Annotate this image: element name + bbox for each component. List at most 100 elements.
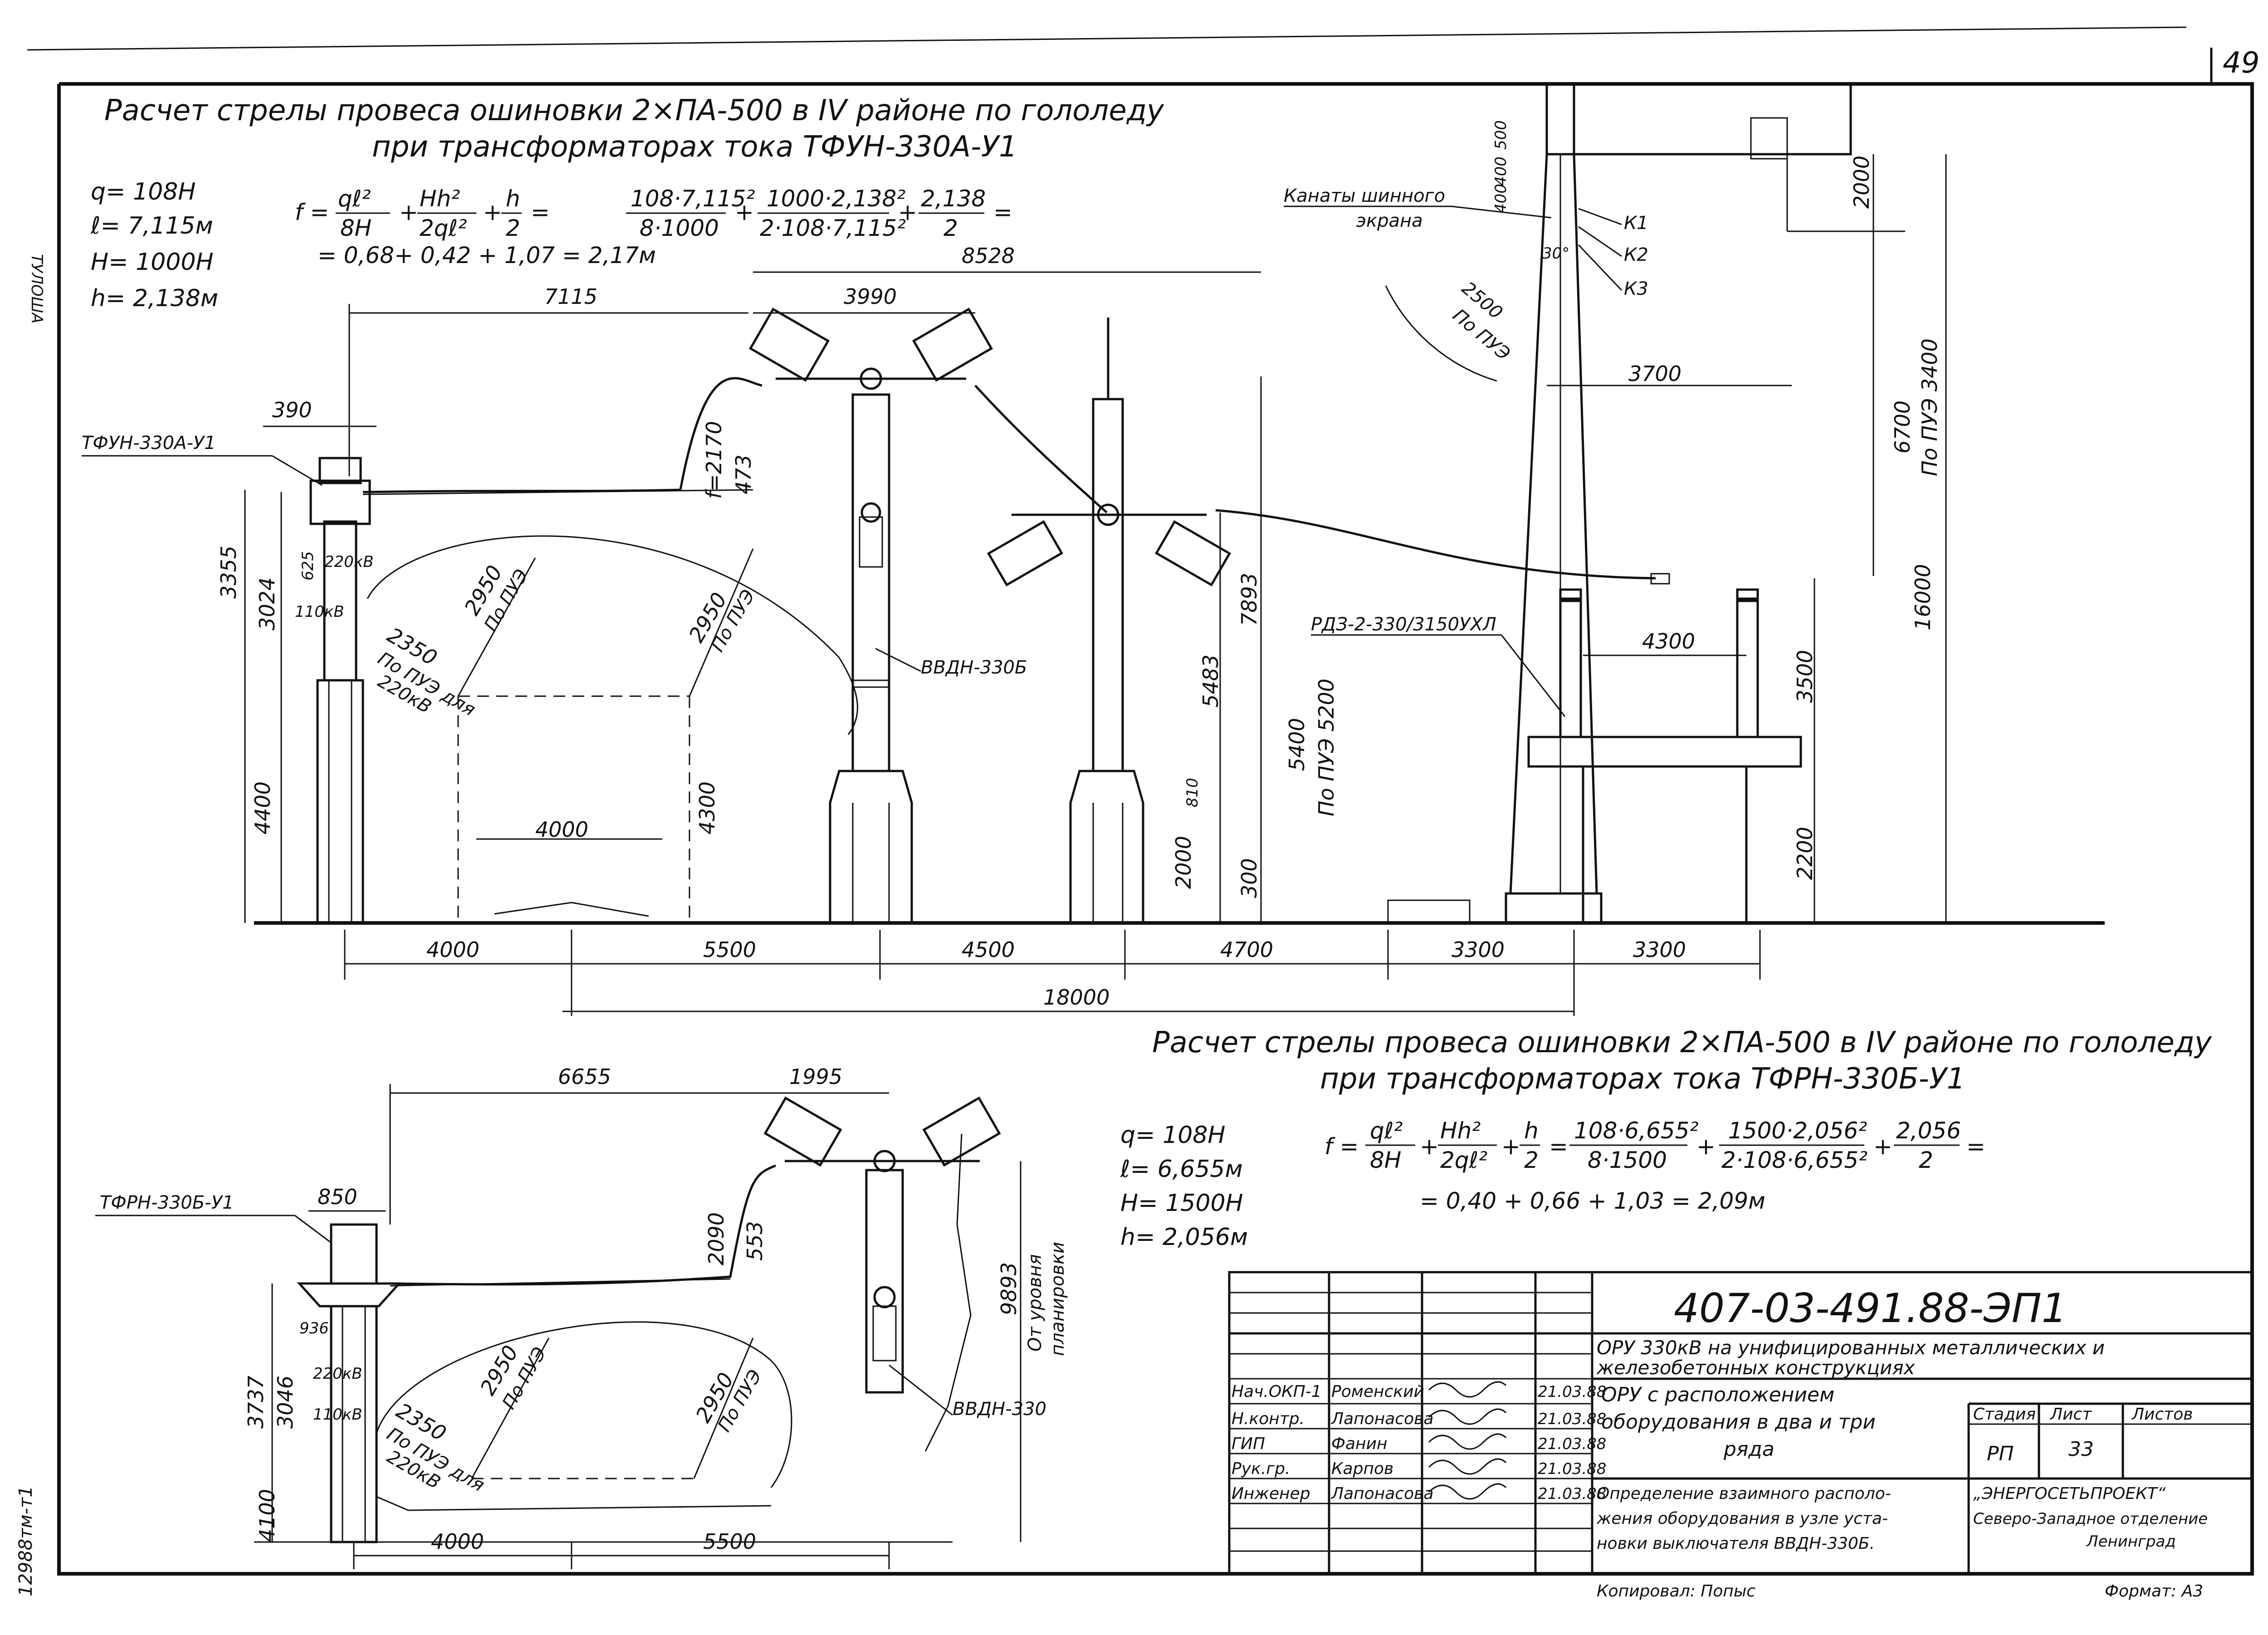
bottom-plus-4: +: [1873, 1133, 1892, 1160]
dim-3046: 3046: [273, 1376, 298, 1429]
signature-1: [1428, 1381, 1507, 1398]
dim-5200: По ПУЭ 5200: [1314, 678, 1339, 816]
sheet-title-line-2: жения оборудования в узле уста-: [1596, 1509, 1888, 1528]
top-calc-title-line2: при трансформаторах тока ТФУН-330А-У1: [372, 130, 1017, 164]
bottom-label-220kv: 220кВ: [313, 1365, 362, 1383]
bottom-formula-v1-num: 108·6,655²: [1574, 1118, 1699, 1144]
dim-2000-top: 2000: [1849, 156, 1874, 209]
top-var-h: h= 2,138м: [91, 285, 218, 312]
top-formula-v2-den: 2·108·7,115²: [760, 215, 906, 241]
copied-by: Копировал: Попыс: [1597, 1582, 1755, 1601]
bottom-plus-2: +: [1501, 1133, 1520, 1160]
top-formula-v2-num: 1000·2,138²: [767, 185, 905, 212]
bottom-var-q: q= 108Н: [1120, 1122, 1225, 1149]
sheet-value: 33: [2068, 1438, 2094, 1461]
top-formula-t3-den: 2: [506, 215, 520, 241]
label-k3: К3: [1624, 278, 1648, 299]
bottom-formula-v3-num: 2,056: [1896, 1118, 1961, 1144]
dim-400-a: 400: [1492, 156, 1510, 186]
top-calc-result: = 0,68+ 0,42 + 1,07 = 2,17м: [318, 242, 656, 268]
dim-4300-inner: 4300: [695, 781, 719, 835]
signature-2: [1428, 1408, 1507, 1425]
breaker-vvdn-330-bottom: [763, 1096, 1001, 1452]
dim-chain-4000: 4000: [426, 937, 479, 962]
bottom-formula-v2-num: 1500·2,056²: [1728, 1118, 1867, 1144]
signature-5: [1428, 1483, 1507, 1500]
header-sheet: Лист: [2049, 1405, 2092, 1424]
date-2: 21.03.88: [1538, 1410, 1606, 1428]
bottom-formula-t1-num: qℓ²: [1370, 1118, 1403, 1144]
subtitle-line-2: оборудования в два и три: [1601, 1410, 1876, 1434]
top-formula-t1-den: 8Н: [340, 215, 371, 241]
top-plus-2: +: [483, 199, 502, 225]
label-level-2: планировки: [1047, 1242, 1068, 1356]
doc-code: 407-03-491.88-ЭП1: [1674, 1285, 2067, 1332]
label-level-1: От уровня: [1025, 1254, 1046, 1352]
top-plus-1: +: [399, 199, 418, 225]
top-formula-t2-den: 2qℓ²: [420, 215, 467, 241]
label-rdz: РДЗ-2-330/3150УХЛ: [1311, 614, 1496, 635]
dim-chain-3300-a: 3300: [1452, 937, 1505, 962]
dim-7115: 7115: [544, 284, 597, 309]
label-vvdn-330b: ВВДН-330Б: [921, 657, 1027, 678]
bottom-calc-result: = 0,40 + 0,66 + 1,03 = 2,09м: [1420, 1188, 1765, 1214]
label-angle-30: 30°: [1542, 244, 1569, 263]
bottom-formula-t3-num: h: [1524, 1118, 1539, 1144]
dim-3990: 3990: [844, 284, 897, 309]
bottom-label-110kv: 110кВ: [313, 1406, 362, 1424]
dim-4300-right: 4300: [1642, 629, 1695, 654]
dim-3500: 3500: [1793, 650, 1817, 703]
bottom-formula-v2-den: 2·108·6,655²: [1721, 1147, 1867, 1173]
dim-400-b: 400: [1492, 184, 1510, 213]
top-formula-v3-num: 2,138: [921, 185, 986, 212]
dim-2090: 2090: [704, 1212, 728, 1265]
bottom-dim-5500: 5500: [703, 1529, 756, 1554]
conductor-cross: [974, 385, 1108, 513]
dim-8528: 8528: [962, 244, 1015, 268]
dim-2000: 2000: [1171, 836, 1196, 889]
org-line-2: Северо-Западное отделение: [1973, 1510, 2208, 1528]
bottom-formula-v3-den: 2: [1919, 1147, 1933, 1173]
dim-f2170: f=2170: [702, 421, 726, 499]
dim-3700: 3700: [1628, 361, 1681, 386]
bottom-calc-title-line2: при трансформаторах тока ТФРН-330Б-У1: [1320, 1062, 1965, 1096]
bottom-dim-4000: 4000: [431, 1529, 484, 1554]
bottom-eq-2: =: [1966, 1133, 1985, 1160]
bottom-plus-3: +: [1696, 1133, 1716, 1160]
top-formula-t3-num: h: [506, 185, 520, 212]
bottom-eq-1: =: [1549, 1133, 1568, 1160]
bottom-formula-lhs: f =: [1325, 1133, 1359, 1160]
top-formula-v1-num: 108·7,115²: [631, 185, 755, 212]
dim-3024: 3024: [255, 577, 279, 630]
conductor-to-disconnector: [1215, 509, 1656, 580]
top-plus-4: +: [898, 199, 917, 225]
label-k2: К2: [1624, 244, 1648, 265]
dim-553: 553: [743, 1221, 767, 1261]
dim-6700: 6700: [1890, 400, 1915, 454]
breaker-vvdn-330b-left: [748, 307, 993, 924]
conductor-sag-top: [362, 377, 763, 493]
dim-500: 500: [1492, 120, 1510, 150]
subtitle-line-1: ОРУ с расположением: [1601, 1383, 1834, 1406]
name-5: Лапонасова: [1330, 1484, 1433, 1503]
clearance-envelope-bottom: [376, 1321, 792, 1488]
dim-850: 850: [318, 1185, 357, 1209]
name-4: Карпов: [1331, 1459, 1393, 1478]
signature-4: [1428, 1458, 1507, 1475]
dim-3737: 3737: [244, 1376, 268, 1429]
cable-tray: [1387, 899, 1471, 924]
paper-format: Формат: А3: [2105, 1582, 2203, 1601]
dim-7893: 7893: [1237, 573, 1261, 626]
archive-number: 12988тм-т1: [15, 1486, 36, 1596]
bottom-formula-t2-den: 2qℓ²: [1440, 1147, 1487, 1173]
top-formula-v3-den: 2: [943, 215, 958, 241]
top-var-l: ℓ= 7,115м: [90, 212, 213, 239]
dim-9893: 9893: [997, 1262, 1021, 1315]
role-2: Н.контр.: [1232, 1410, 1305, 1428]
title-block: 407-03-491.88-ЭП1 ОРУ 330кВ на унифициро…: [1228, 1271, 2253, 1575]
dim-810: 810: [1183, 778, 1202, 807]
bottom-formula-v1-den: 8·1500: [1588, 1147, 1667, 1173]
date-4: 21.03.88: [1538, 1460, 1606, 1478]
signature-3: [1428, 1433, 1507, 1450]
